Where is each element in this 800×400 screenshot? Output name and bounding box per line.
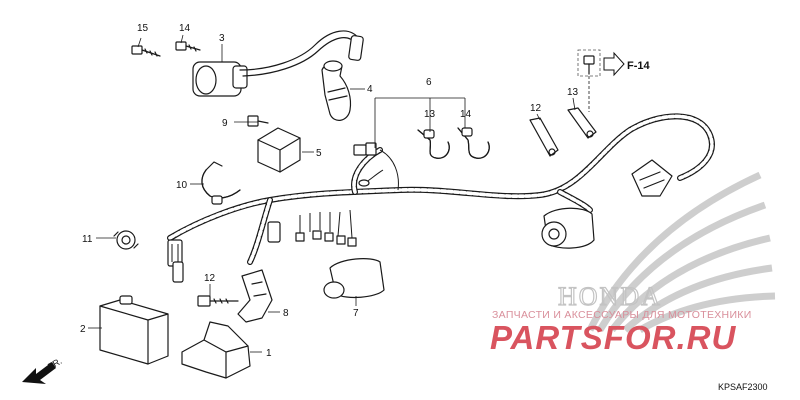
screw-14-left [131,45,161,57]
ignition-coil [192,30,364,97]
harness-clip-11 [113,230,139,250]
callout-14-left: 15 [137,23,149,34]
relay [257,127,301,173]
watermark-tagline: ЗАПЧАСТИ И АКСЕССУАРЫ ДЛЯ МОТОТЕХНИКИ [492,309,752,321]
callout-10: 10 [176,180,188,191]
callout-labels: 15 14 3 4 9 5 6 13 14 12 13 10 11 7 8 12… [80,23,579,359]
callout-8: 8 [283,308,289,319]
callout-2: 2 [80,324,86,335]
wire-harness [167,113,715,283]
callout-13-left: 13 [424,109,436,120]
lead-lines [88,34,576,353]
callout-1: 1 [266,348,272,359]
honda-brand-text: HONDA [558,282,662,311]
harness-clamp-right [457,127,490,159]
callout-7: 7 [353,308,359,319]
band-clip-12-left [529,117,559,157]
callout-6: 6 [426,77,432,88]
callout-15: 12 [204,273,216,284]
bolt-9 [247,115,269,127]
bracket-8 [237,269,273,323]
callout-4: 4 [367,84,373,95]
callout-12-right: 13 [567,87,579,98]
bolt-15 [197,295,239,307]
coupler-7 [323,258,385,299]
battery-cover [181,321,251,379]
screw-14-right [175,41,201,52]
cable-band [201,161,241,205]
honda-wing-logo: HONDA [557,171,776,334]
watermark-site: PARTSFOR.RU [490,319,736,356]
reference-bolt [577,49,601,112]
callout-11: 11 [82,234,93,245]
reference-arrow: F-14 [603,51,651,77]
front-direction-arrow: FR. [22,356,64,384]
diagram-code: KPSAF2300 [718,382,768,392]
callout-13-right: 14 [460,109,472,120]
coupler-large [541,207,595,249]
harness-clamp-left [417,129,450,159]
front-label: FR. [46,356,64,372]
coupler-upper-right [631,159,673,197]
callout-12-left: 12 [530,103,542,114]
callout-9: 9 [222,118,228,129]
reference-label: F-14 [627,60,651,72]
callout-3: 3 [219,33,225,44]
band-clip-12-right [567,107,597,139]
callout-5: 5 [316,148,322,159]
callout-14-right: 14 [179,23,191,34]
battery [99,295,169,365]
spark-plug-cap [321,60,352,121]
